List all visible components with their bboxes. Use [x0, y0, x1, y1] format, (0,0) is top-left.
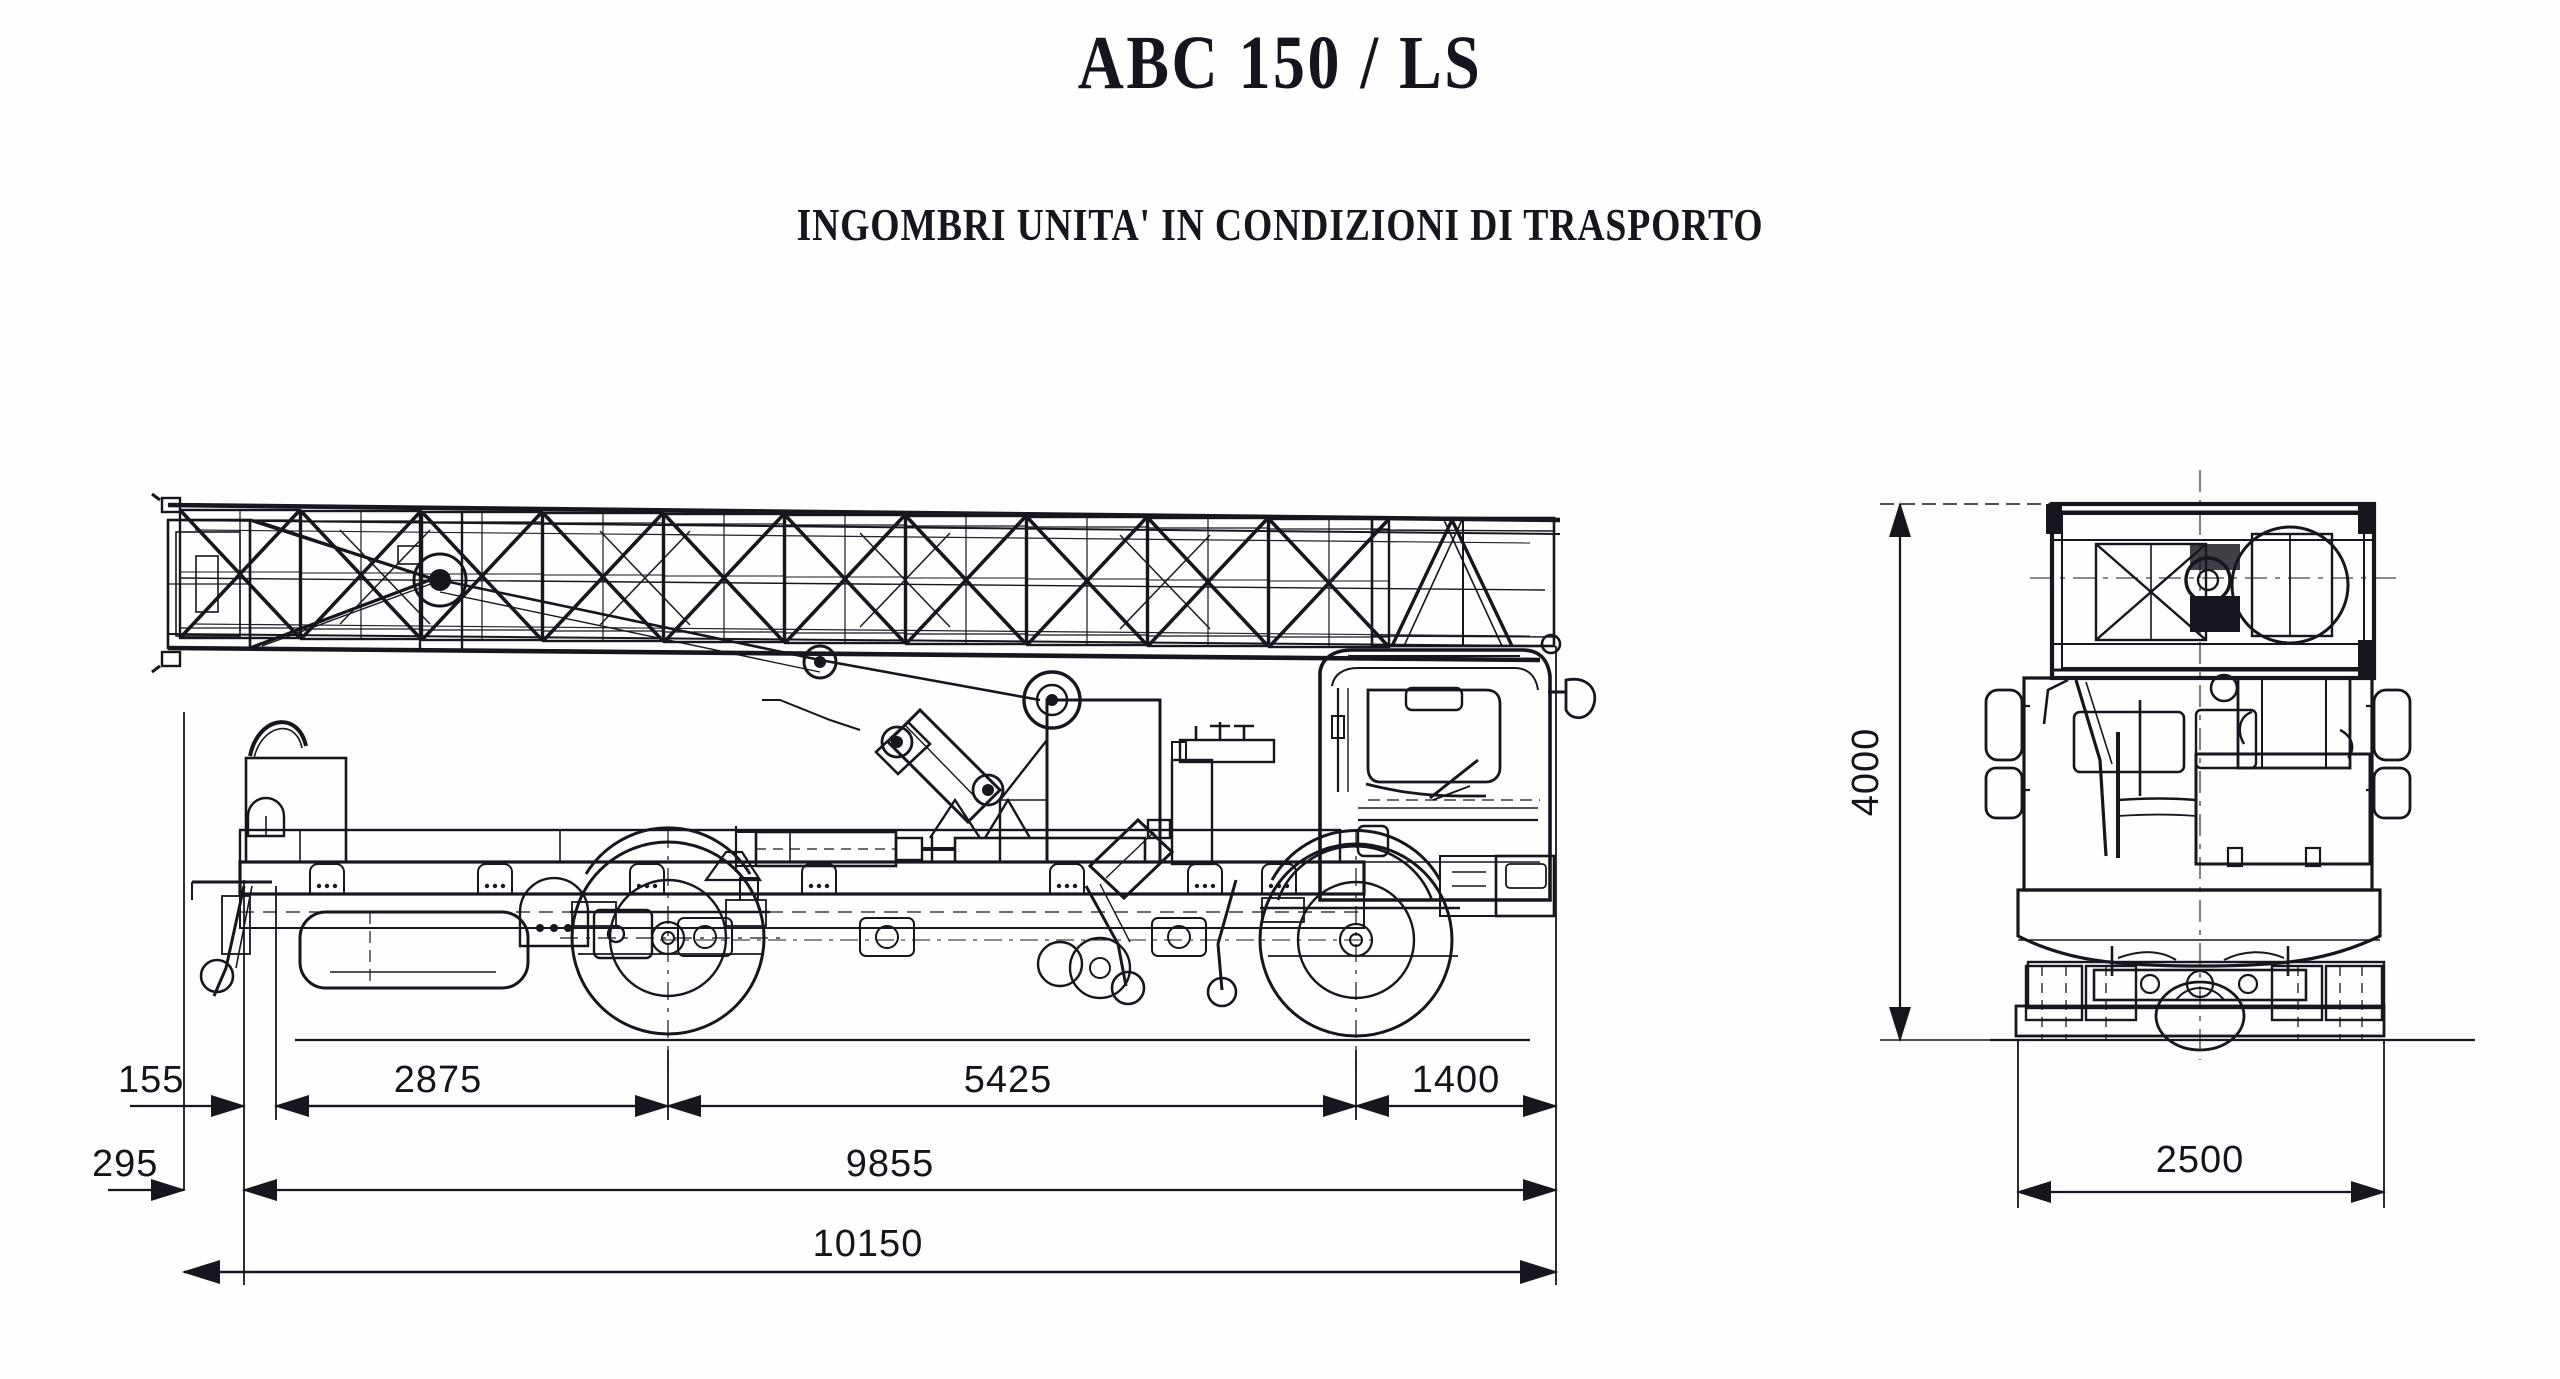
boom-tip [1370, 516, 1562, 655]
lattice-boom [151, 492, 1562, 702]
front-wheel-assembly [1206, 828, 1460, 1068]
rear-outrigger [191, 880, 272, 997]
mid-outrigger [1036, 817, 1175, 1006]
front-equipment-box [2194, 752, 2372, 866]
side-elevation-view [151, 492, 1597, 1068]
dimension-2500: 2500 [2015, 1139, 2387, 1203]
side-dimension-block: 155 2875 5425 1400 295 9855 10150 [92, 646, 1559, 1285]
dimension-4000: 4000 [1845, 501, 1911, 1043]
rear-wheel-assembly [560, 826, 780, 1068]
turret-pivot-tower [703, 670, 1162, 882]
page-title: ABC 150 / LS [1077, 21, 1483, 105]
dimension-10150: 10150 [181, 1223, 1559, 1284]
rear-toolbox [244, 756, 348, 864]
dim-label-10150: 10150 [813, 1223, 924, 1265]
telescoping-cylinder [703, 826, 1147, 882]
front-elevation-view [1984, 470, 2475, 1060]
lift-cylinder [762, 699, 1005, 825]
cab-side-box [1170, 758, 1214, 866]
air-tank [518, 876, 590, 948]
rear-equipment [191, 720, 654, 997]
front-window-right [2194, 708, 2258, 770]
dim-label-2875: 2875 [394, 1059, 483, 1101]
dim-label-4000: 4000 [1845, 728, 1887, 817]
dim-label-1400: 1400 [1412, 1059, 1501, 1101]
front-window-left [2072, 710, 2186, 774]
dim-label-9855: 9855 [846, 1143, 935, 1185]
dim-label-5425: 5425 [964, 1059, 1053, 1101]
front-axle-wheels [2014, 470, 2386, 1060]
dim-label-155: 155 [118, 1059, 184, 1101]
dimension-9855: 295 9855 [92, 1143, 1559, 1201]
front-dimension-block: 4000 2500 [1845, 501, 2387, 1208]
chassis-frame [238, 828, 1375, 957]
fuel-tank [298, 910, 530, 990]
front-lattice-boom [2030, 501, 2404, 681]
front-cab-body [1984, 676, 2412, 892]
dim-label-2500: 2500 [2156, 1139, 2245, 1181]
deck-equipment [1171, 722, 1276, 764]
truck-cab [1170, 648, 1597, 918]
boom-linkage [439, 578, 1041, 702]
front-bumper-chassis [2016, 888, 2382, 968]
page-subtitle: INGOMBRI UNITA' IN CONDIZIONI DI TRASPOR… [796, 199, 1764, 250]
front-mirrors [1984, 688, 2412, 820]
dimension-chain-primary: 155 2875 5425 1400 [118, 1059, 1559, 1117]
side-mirror [1548, 677, 1597, 719]
dim-label-295: 295 [92, 1143, 158, 1185]
boom-tail-basket-mount [151, 492, 437, 674]
